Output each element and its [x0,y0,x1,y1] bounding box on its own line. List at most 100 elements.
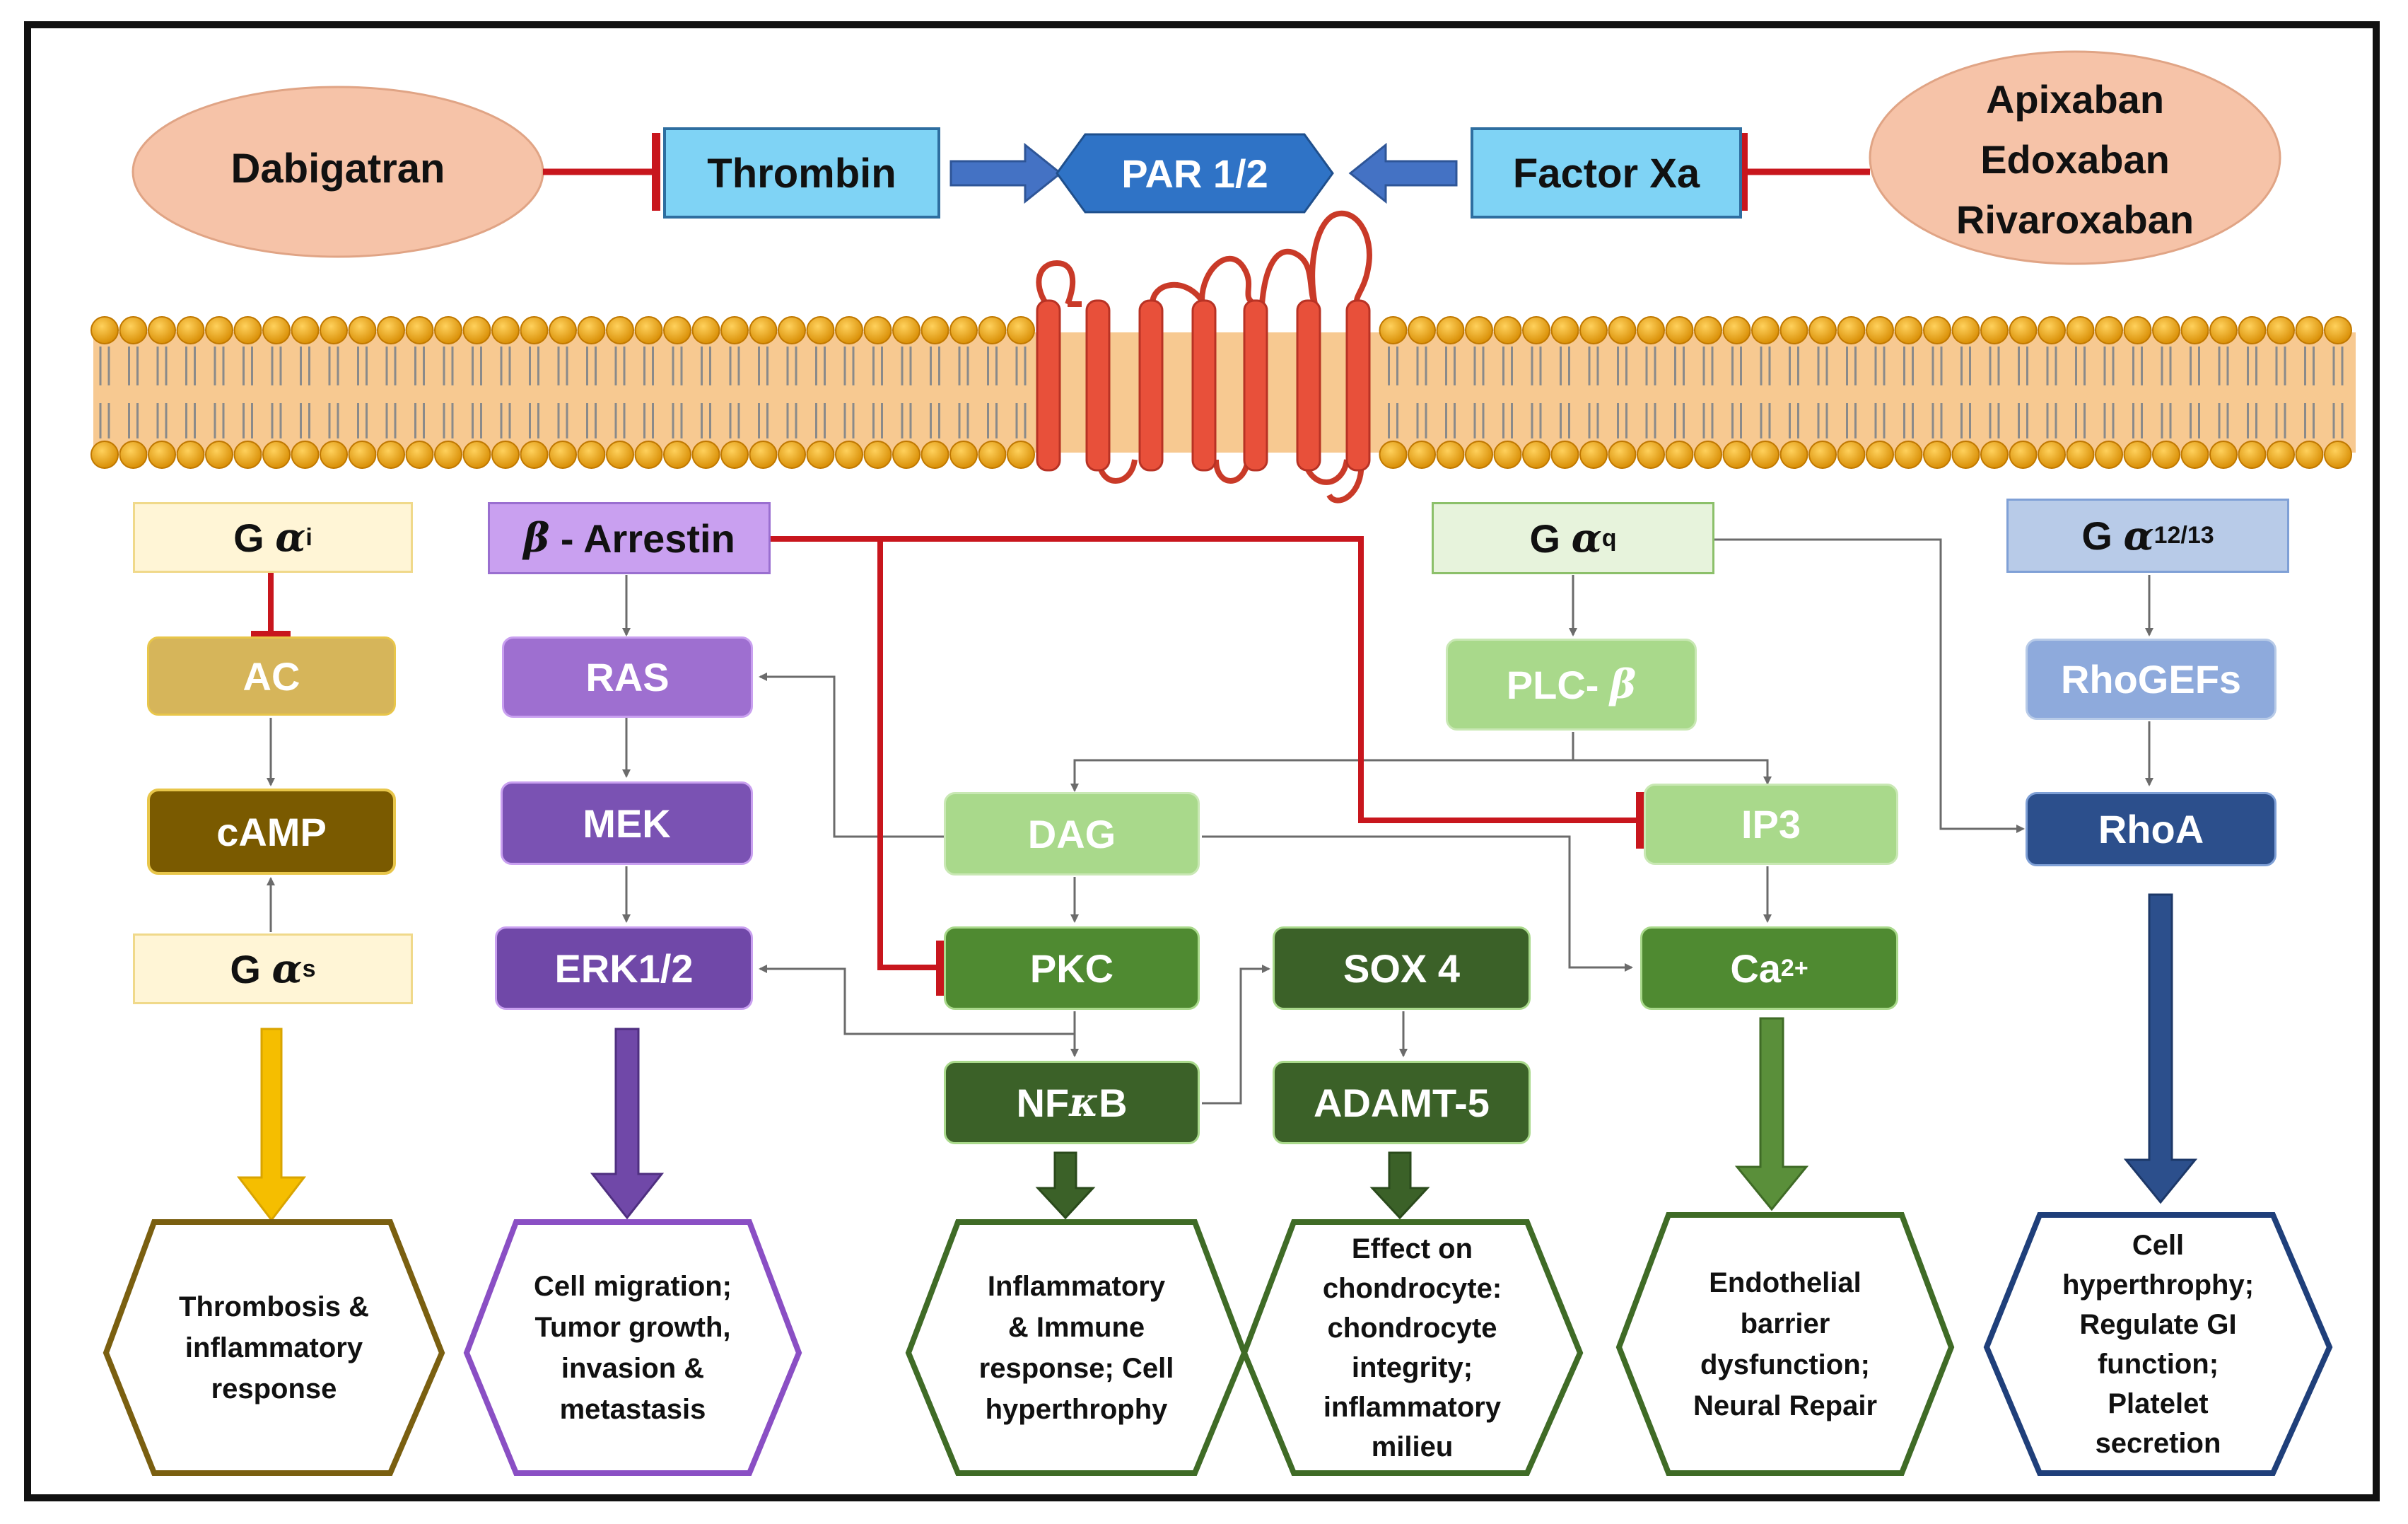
lipid-head [405,441,434,469]
lipid-head [90,316,119,344]
lipid-head [920,441,949,469]
camp-box: cAMP [147,789,396,875]
lipid-head [176,316,205,344]
lipid-head [2324,316,2352,344]
lipid-head [1808,441,1837,469]
adamt5-box: ADAMT-5 [1273,1061,1531,1144]
lipid-head [520,441,549,469]
lipid-head [2095,441,2123,469]
dag-label: DAG [1027,811,1116,856]
outcome-chondrocyte-text: Effect on chondrocyte: chondrocyte integ… [1322,1233,1502,1462]
g-alpha-q-greek: α [1571,515,1602,562]
lipid-head [1550,316,1579,344]
lipid-head [1608,316,1637,344]
thrombin-to-par-arrow [949,142,1063,204]
lipid-head [2180,316,2209,344]
lipid-head [148,316,176,344]
outcome-hexagons [103,1212,2333,1476]
lipid-head [205,441,233,469]
lipid-head [1522,316,1550,344]
ip3-box: IP3 [1644,784,1898,865]
lipid-head [462,441,491,469]
outcome-cell-migration: Cell migration; Tumor growth, invasion &… [467,1222,799,1473]
lipid-head [434,316,462,344]
lipid-head [1665,441,1694,469]
lipid-head [320,441,348,469]
factor-xa-box [1471,127,1742,219]
xa-inhibitors-ellipse [1869,50,2281,265]
lipid-head [1379,316,1408,344]
lipid-head [549,316,577,344]
lipid-head [606,316,634,344]
lipid-head [1751,316,1779,344]
rhoa-label: RhoA [2098,807,2204,851]
cell-membrane [90,316,2356,469]
signaling-connectors [267,538,2153,1105]
dabigatran-inhibits-thrombin [543,133,660,211]
lipid-head [835,316,863,344]
g-alpha-i-sub: i [305,523,312,551]
ca-label: Ca [1730,946,1781,991]
outcome-inflammatory: Inflammatory & Immune response; Cell hyp… [908,1222,1244,1473]
g-alpha-i-base: G [233,515,264,560]
lipid-head [2009,441,2038,469]
lipid-head [920,316,949,344]
lipid-head [1465,441,1493,469]
lipid-head [2123,441,2152,469]
lipid-head [1866,316,1894,344]
outcome-endothelial: Endothelial barrier dysfunction; Neural … [1619,1215,1951,1473]
outcome-thrombosis: Thrombosis & inflammatory response [106,1222,442,1473]
lipid-head [1579,441,1608,469]
lipid-head [1894,441,1923,469]
lipid-head [1579,316,1608,344]
lipid-head [1665,316,1694,344]
outcome-cell-hyperthrophy-text: Cell hyperthrophy; Regulate GI function;… [2062,1229,2255,1459]
lipid-head [577,441,606,469]
lipid-head [1866,441,1894,469]
lipid-head [1408,316,1436,344]
lipid-head [1007,316,1035,344]
thrombin-box [663,127,940,219]
dag-box: DAG [944,792,1200,876]
lipid-head [405,316,434,344]
lipid-head [205,316,233,344]
lipid-head [1436,441,1465,469]
rivaroxaban-label: Rivaroxaban [1956,197,2194,242]
outcome-cell-hyperthrophy: Cell hyperthrophy; Regulate GI function;… [1987,1215,2330,1473]
sox4-label: SOX 4 [1343,946,1460,991]
camp-label: cAMP [216,809,327,854]
lipid-head [1751,441,1779,469]
lipid-head [634,441,663,469]
edoxaban-label: Edoxaban [1980,137,2170,182]
lipid-head [233,441,262,469]
outcome-cell-migration-text: Cell migration; Tumor growth, invasion &… [533,1270,732,1425]
lipid-head [520,316,549,344]
lipid-head [1637,441,1665,469]
mek-label: MEK [583,801,671,846]
erk-box: ERK1/2 [495,926,753,1010]
lipid-head [262,441,291,469]
g-alpha-12-13-sub: 12/13 [2153,522,2214,549]
lipid-head [778,441,806,469]
apixaban-label: Apixaban [1986,77,2164,122]
lipid-head [1837,316,1866,344]
lipid-head [1923,441,1951,469]
factor-xa-to-par-arrow [1348,142,1458,204]
lipid-head [2095,316,2123,344]
lipid-head [119,441,148,469]
lipid-head [233,316,262,344]
lipid-head [377,316,405,344]
lipid-head [348,316,377,344]
lipid-head [749,316,778,344]
lipid-head [835,441,863,469]
thrombin-label: Thrombin [707,151,896,197]
lipid-head [2295,316,2324,344]
lipid-head [377,441,405,469]
g-alpha-i-greek: α [275,514,306,561]
plc-beta-box: PLC- β [1446,639,1697,731]
lipid-head [1951,441,1980,469]
